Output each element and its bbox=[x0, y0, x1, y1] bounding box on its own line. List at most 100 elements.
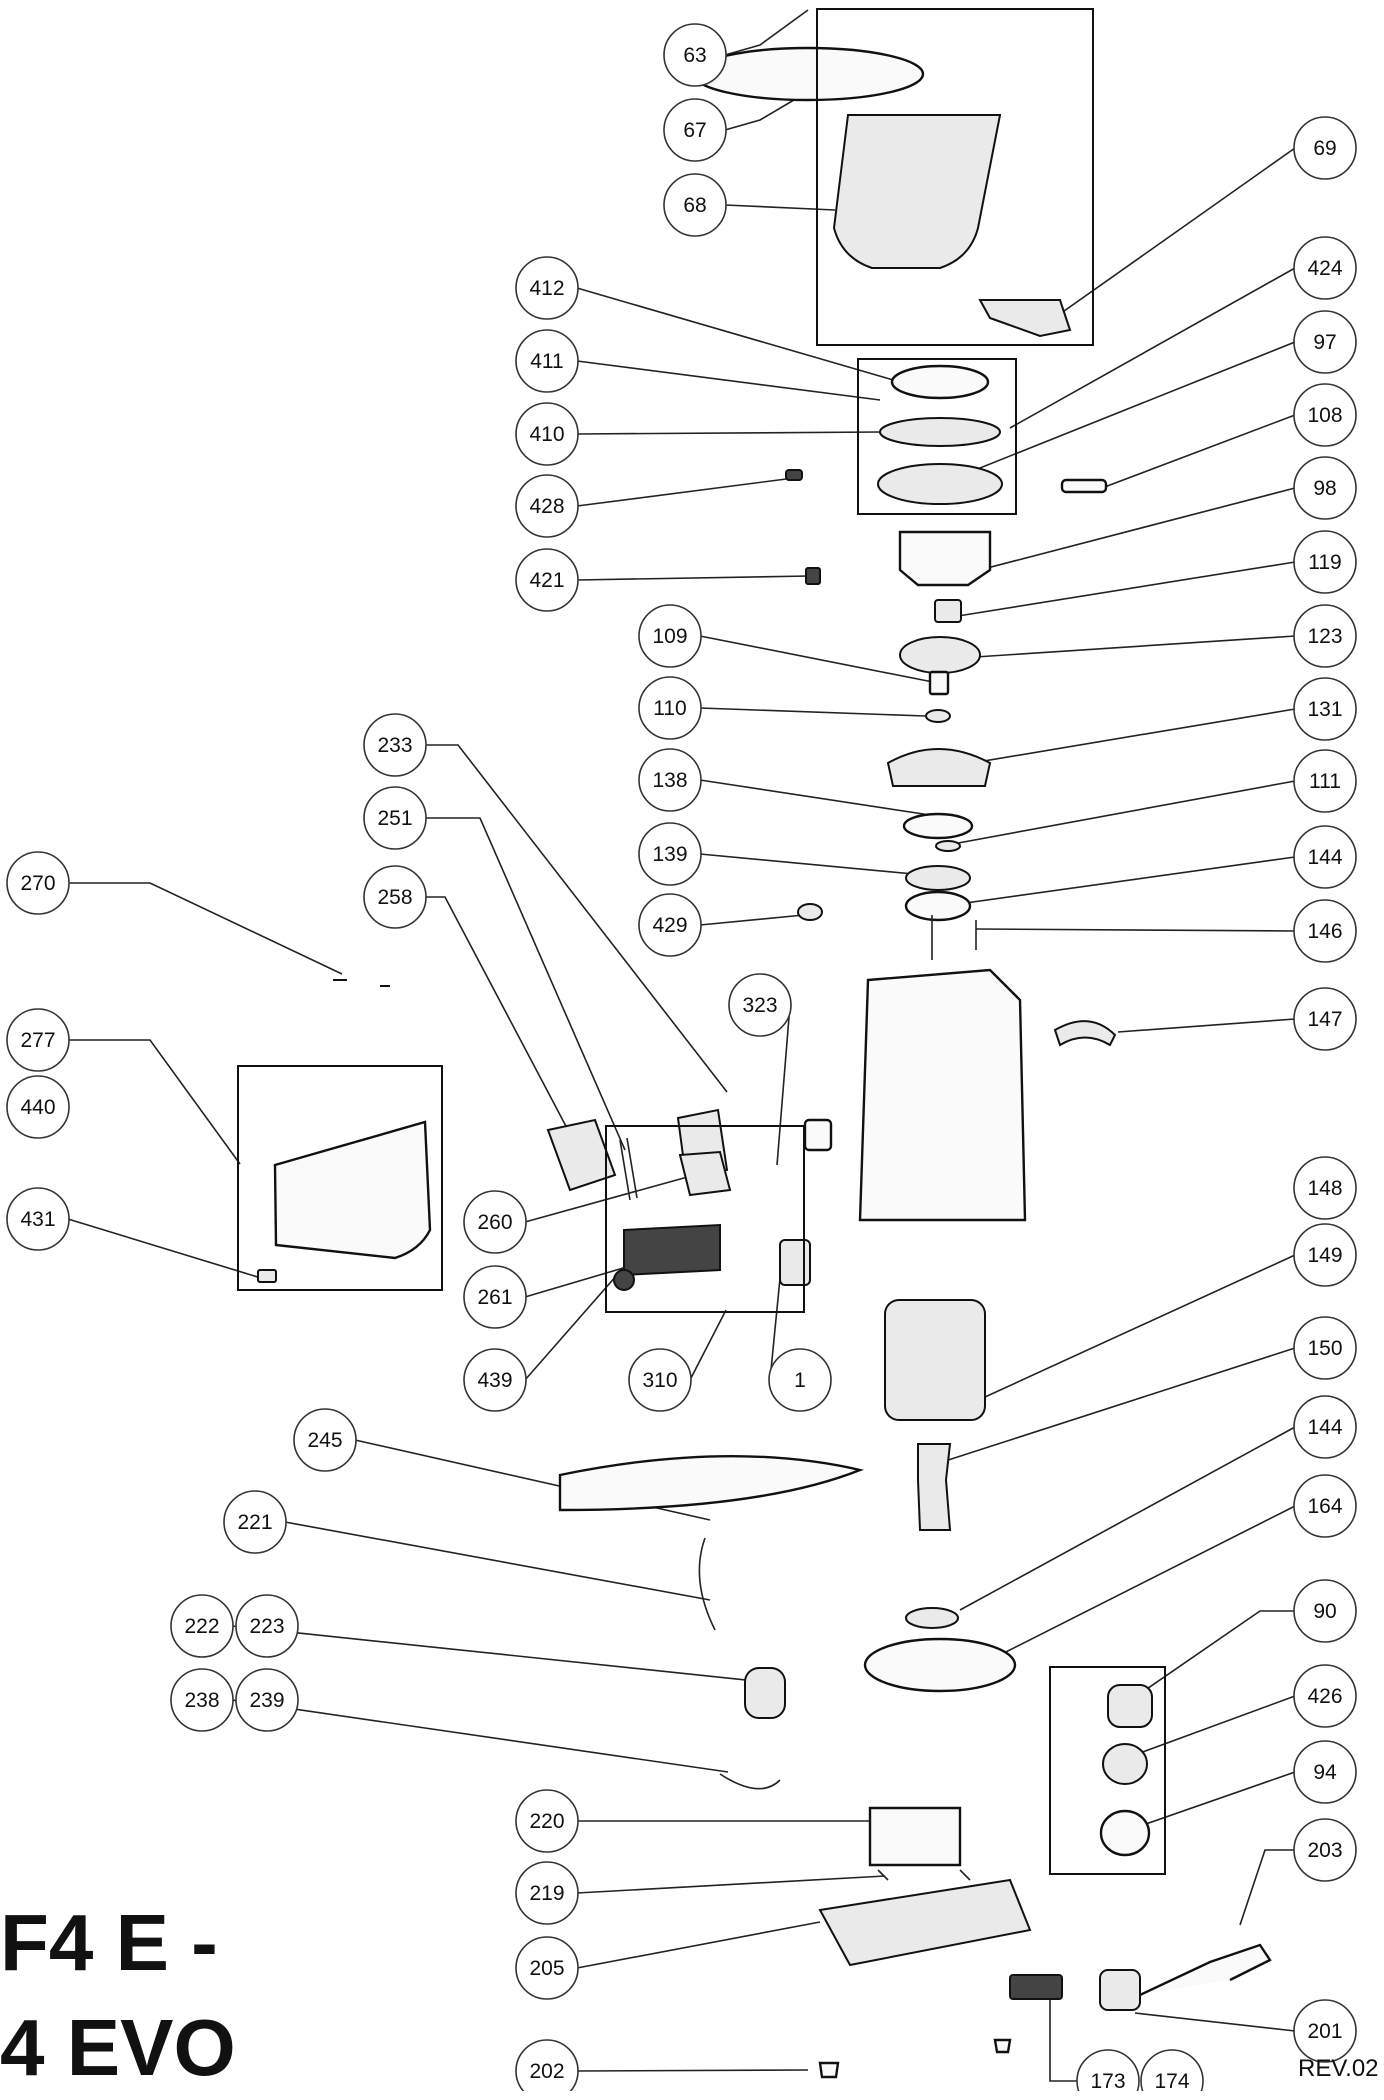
callout-circle bbox=[1293, 1999, 1357, 2063]
callout: 131 bbox=[1293, 677, 1357, 741]
callout: 220 bbox=[515, 1789, 579, 1853]
callout-label: 138 bbox=[652, 769, 687, 792]
callout: 260 bbox=[463, 1190, 527, 1254]
assembly-group-box bbox=[1049, 1666, 1166, 1875]
callout-label: 426 bbox=[1307, 1685, 1342, 1708]
callout-label: 111 bbox=[1309, 770, 1341, 793]
callout-circle bbox=[1293, 456, 1357, 520]
callout-label: 90 bbox=[1313, 1600, 1336, 1623]
leader-line bbox=[699, 779, 931, 816]
callout-label: 323 bbox=[742, 994, 777, 1017]
callout-circle bbox=[515, 474, 579, 538]
ring-nut-icon bbox=[890, 364, 990, 400]
callout: 251 bbox=[363, 786, 427, 850]
callout-circle bbox=[515, 1861, 579, 1925]
callout-circle bbox=[1293, 1740, 1357, 1804]
hopper-gate-icon bbox=[978, 299, 1072, 338]
leader-line bbox=[984, 1254, 1296, 1398]
callout-circle bbox=[515, 256, 579, 320]
hopper-lid-icon bbox=[691, 46, 925, 102]
callout: 239 bbox=[235, 1668, 299, 1732]
leader-line bbox=[1134, 2012, 1296, 2032]
callout-circle bbox=[463, 1190, 527, 1254]
callout-label: 221 bbox=[237, 1511, 272, 1534]
leader-line bbox=[699, 853, 925, 876]
callout-circle bbox=[6, 1075, 70, 1139]
callout: 431 bbox=[6, 1187, 70, 1251]
leader-line bbox=[284, 1521, 711, 1601]
callout: 201 bbox=[1293, 1999, 1357, 2063]
callout-label: 164 bbox=[1307, 1495, 1342, 1518]
callout-circle bbox=[463, 1348, 527, 1412]
leader-line bbox=[975, 928, 1296, 932]
standoff-icon bbox=[877, 1869, 971, 1881]
leader-line bbox=[1009, 267, 1296, 429]
callout: 97 bbox=[1293, 310, 1357, 374]
callout-circle bbox=[363, 786, 427, 850]
knob-icon bbox=[1099, 1809, 1151, 1857]
callout-circle bbox=[515, 1936, 579, 2000]
callout: 221 bbox=[223, 1490, 287, 1554]
power-plug-icon bbox=[1139, 1943, 1272, 1997]
callout-circle bbox=[515, 2039, 579, 2091]
leader-line bbox=[1239, 1849, 1295, 1926]
callout-circle bbox=[1293, 825, 1357, 889]
callout-circle bbox=[6, 1008, 70, 1072]
fork-icon bbox=[623, 1223, 721, 1277]
callout-label: 108 bbox=[1307, 404, 1342, 427]
callout-label: 219 bbox=[529, 1882, 564, 1905]
ring-gasket-icon bbox=[879, 417, 1001, 447]
part-drawings bbox=[257, 46, 1272, 2079]
callout-circle bbox=[1293, 1395, 1357, 1459]
callout-circle bbox=[1293, 1474, 1357, 1538]
switch-icon bbox=[1107, 1684, 1153, 1728]
callout: 147 bbox=[1293, 987, 1357, 1051]
cable-gland-icon bbox=[1099, 1969, 1141, 2011]
model-title: F4 E - 4 EVO bbox=[0, 1890, 236, 2100]
o-ring-icon bbox=[935, 840, 961, 852]
callout-circle bbox=[363, 713, 427, 777]
leader-line bbox=[943, 856, 1296, 907]
leader-line bbox=[941, 1347, 1296, 1463]
callout-label: 139 bbox=[652, 843, 687, 866]
callout-circle bbox=[223, 1490, 287, 1554]
callout-label: 174 bbox=[1154, 2070, 1189, 2091]
callout-label: 429 bbox=[652, 914, 687, 937]
callout: 148 bbox=[1293, 1156, 1357, 1220]
callout-label: 202 bbox=[529, 2060, 564, 2083]
leader-line bbox=[1124, 1610, 1295, 1705]
pin-icon bbox=[1060, 478, 1108, 494]
leader-line bbox=[724, 9, 809, 56]
callout: 1 bbox=[768, 1348, 832, 1412]
button-icon bbox=[719, 1773, 781, 1790]
leader-line bbox=[959, 1426, 1296, 1611]
callout: 424 bbox=[1293, 236, 1357, 300]
revision-label: REV.02 bbox=[1298, 2055, 1379, 2082]
callout-circle bbox=[638, 893, 702, 957]
group-boxes bbox=[237, 8, 1166, 1875]
callout: 164 bbox=[1293, 1474, 1357, 1538]
leader-line bbox=[576, 575, 811, 581]
screw-icon bbox=[785, 469, 803, 481]
small-part-icon bbox=[257, 1269, 277, 1283]
callout-circle bbox=[1293, 1223, 1357, 1287]
bracket-icon bbox=[1102, 1743, 1148, 1785]
callout-label: 98 bbox=[1313, 477, 1336, 500]
callout-circle bbox=[663, 173, 727, 237]
callout-circle bbox=[515, 402, 579, 466]
callout: 138 bbox=[638, 748, 702, 812]
callout: 310 bbox=[628, 1348, 692, 1412]
terminal-block-icon bbox=[1009, 1974, 1063, 2000]
callout-circle bbox=[1293, 530, 1357, 594]
callout: 94 bbox=[1293, 1740, 1357, 1804]
callout-circle bbox=[1293, 899, 1357, 963]
callout-label: 410 bbox=[529, 423, 564, 446]
callout-circle bbox=[1140, 2049, 1204, 2091]
screw-icon bbox=[797, 903, 823, 921]
callout-circle bbox=[1293, 604, 1357, 668]
leader-line bbox=[576, 1921, 821, 1969]
leader-line bbox=[576, 431, 881, 435]
callout-label: 201 bbox=[1307, 2020, 1342, 2043]
leader-line bbox=[524, 1266, 625, 1381]
callout: 277 bbox=[6, 1008, 70, 1072]
